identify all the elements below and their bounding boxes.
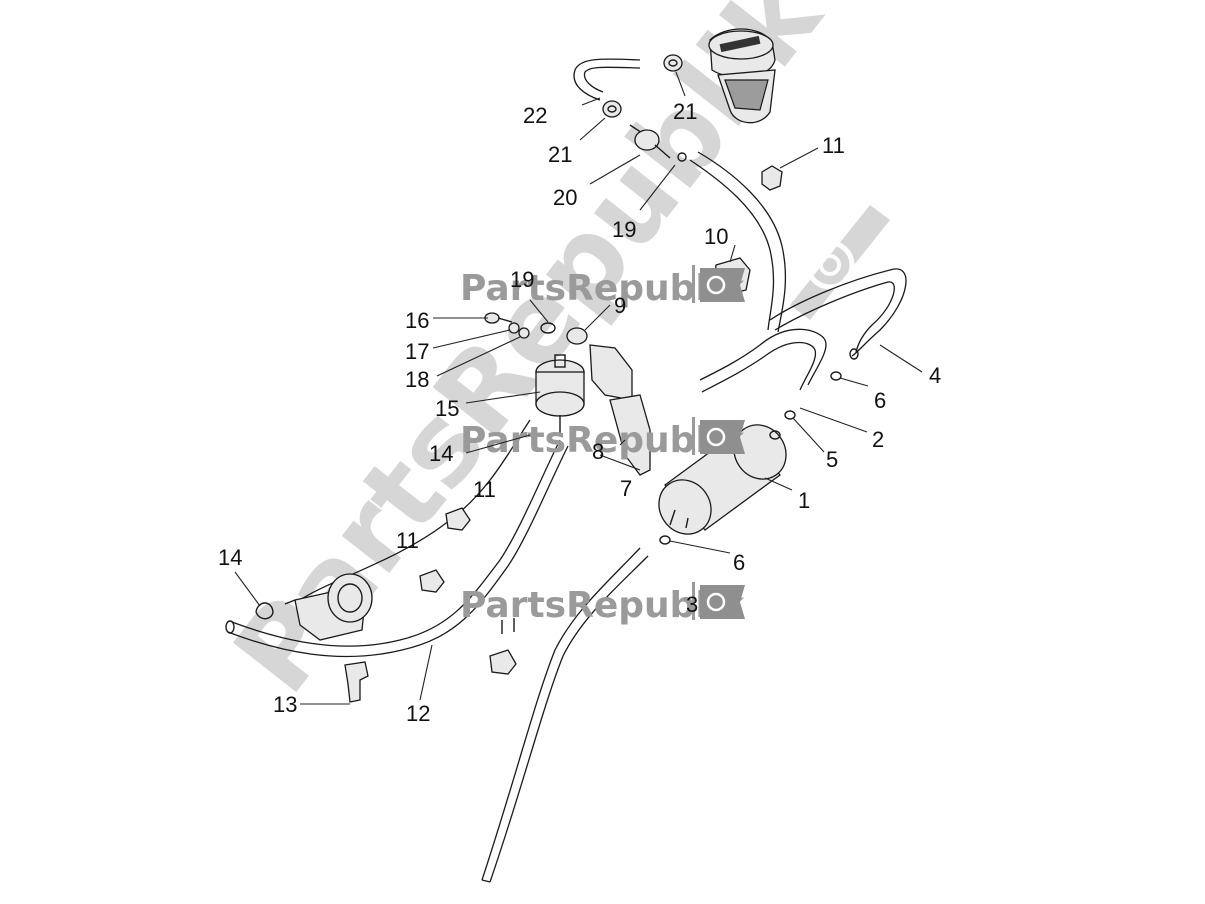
hose-22 (573, 58, 641, 101)
hose-2 (699, 328, 827, 386)
clamp-14 (255, 602, 274, 620)
rollover-valve (284, 573, 373, 641)
watermark-text-1: PartsRepublik (460, 268, 745, 309)
watermark-logo-2: PartsRepublik (460, 417, 745, 461)
leader-lines (234, 71, 923, 705)
hose-end (481, 879, 491, 883)
clip-11-b (419, 569, 445, 593)
upper-hose-edge (697, 151, 787, 333)
callout-8: 8 (592, 439, 604, 464)
callout-6-lower: 6 (733, 550, 745, 575)
hose-4 (769, 268, 907, 357)
callout-2: 2 (872, 427, 884, 452)
callout-11-top: 11 (822, 133, 845, 158)
callout-14-left: 14 (218, 545, 242, 570)
callout-6-upper: 6 (874, 388, 886, 413)
clamp-19-mid (540, 322, 556, 334)
callout-20: 20 (553, 185, 577, 210)
bracket-8 (589, 344, 651, 476)
vacuum-pump-15 (535, 354, 585, 435)
hose-2-edge (701, 341, 817, 393)
hose-4-end (849, 348, 859, 360)
valve-20 (629, 124, 687, 162)
gear-icon (706, 592, 726, 612)
clip-arrows (501, 618, 515, 634)
canister-1 (658, 424, 787, 535)
upper-hose (689, 159, 775, 331)
hose-4-edge (774, 281, 895, 353)
clamp-9 (566, 327, 588, 345)
watermark-logo-1: PartsRepublik (460, 265, 745, 309)
clip-6-lower (659, 535, 671, 545)
callout-13: 13 (273, 692, 297, 717)
hose-12-edge (227, 445, 569, 658)
clip-5 (784, 410, 796, 420)
clip-6-upper (830, 371, 842, 381)
clip-11-c (489, 649, 517, 675)
callout-7: 7 (620, 476, 632, 501)
gear-icon (706, 427, 726, 447)
clip-11-top (761, 165, 783, 191)
callout-4: 4 (929, 363, 941, 388)
callout-3: 3 (686, 592, 698, 617)
clamp-21-left (602, 100, 622, 118)
hose-12 (231, 439, 561, 647)
callout-11-low: 11 (396, 528, 419, 553)
callout-11-mid: 11 (473, 477, 496, 502)
callout-19-top: 19 (612, 217, 636, 242)
hose-12-end (225, 620, 235, 634)
vent-hose-3 (481, 547, 641, 881)
watermark-text-3: PartsRepublik (460, 585, 745, 626)
hose-22-edge (583, 66, 641, 93)
washer-18 (518, 327, 530, 339)
callout-22: 22 (523, 103, 547, 128)
bracket-13 (344, 661, 369, 703)
callout-15: 15 (435, 396, 459, 421)
gear-icon (706, 275, 726, 295)
diagonal-watermark-gear (790, 205, 890, 320)
clamp-21-top (663, 54, 683, 72)
callout-21-right: 21 (673, 99, 697, 124)
callout-18: 18 (405, 367, 429, 392)
washer-17 (508, 322, 520, 334)
callout-9: 9 (614, 293, 626, 318)
callout-16: 16 (405, 308, 429, 333)
callout-17: 17 (405, 339, 429, 364)
callout-1: 1 (798, 488, 810, 513)
clip-11-a (445, 507, 471, 531)
callout-10: 10 (704, 224, 728, 249)
callout-14-mid: 14 (429, 441, 453, 466)
callout-19-mid: 19 (510, 267, 534, 292)
callout-12: 12 (406, 701, 430, 726)
vent-hose-3-edge (489, 555, 649, 883)
callout-21-left: 21 (548, 142, 572, 167)
watermark-text-2: PartsRepublik (460, 420, 745, 461)
callout-5: 5 (826, 447, 838, 472)
fuel-filler-cap (708, 28, 776, 124)
watermark-logo-3: PartsRepublik (460, 582, 745, 626)
